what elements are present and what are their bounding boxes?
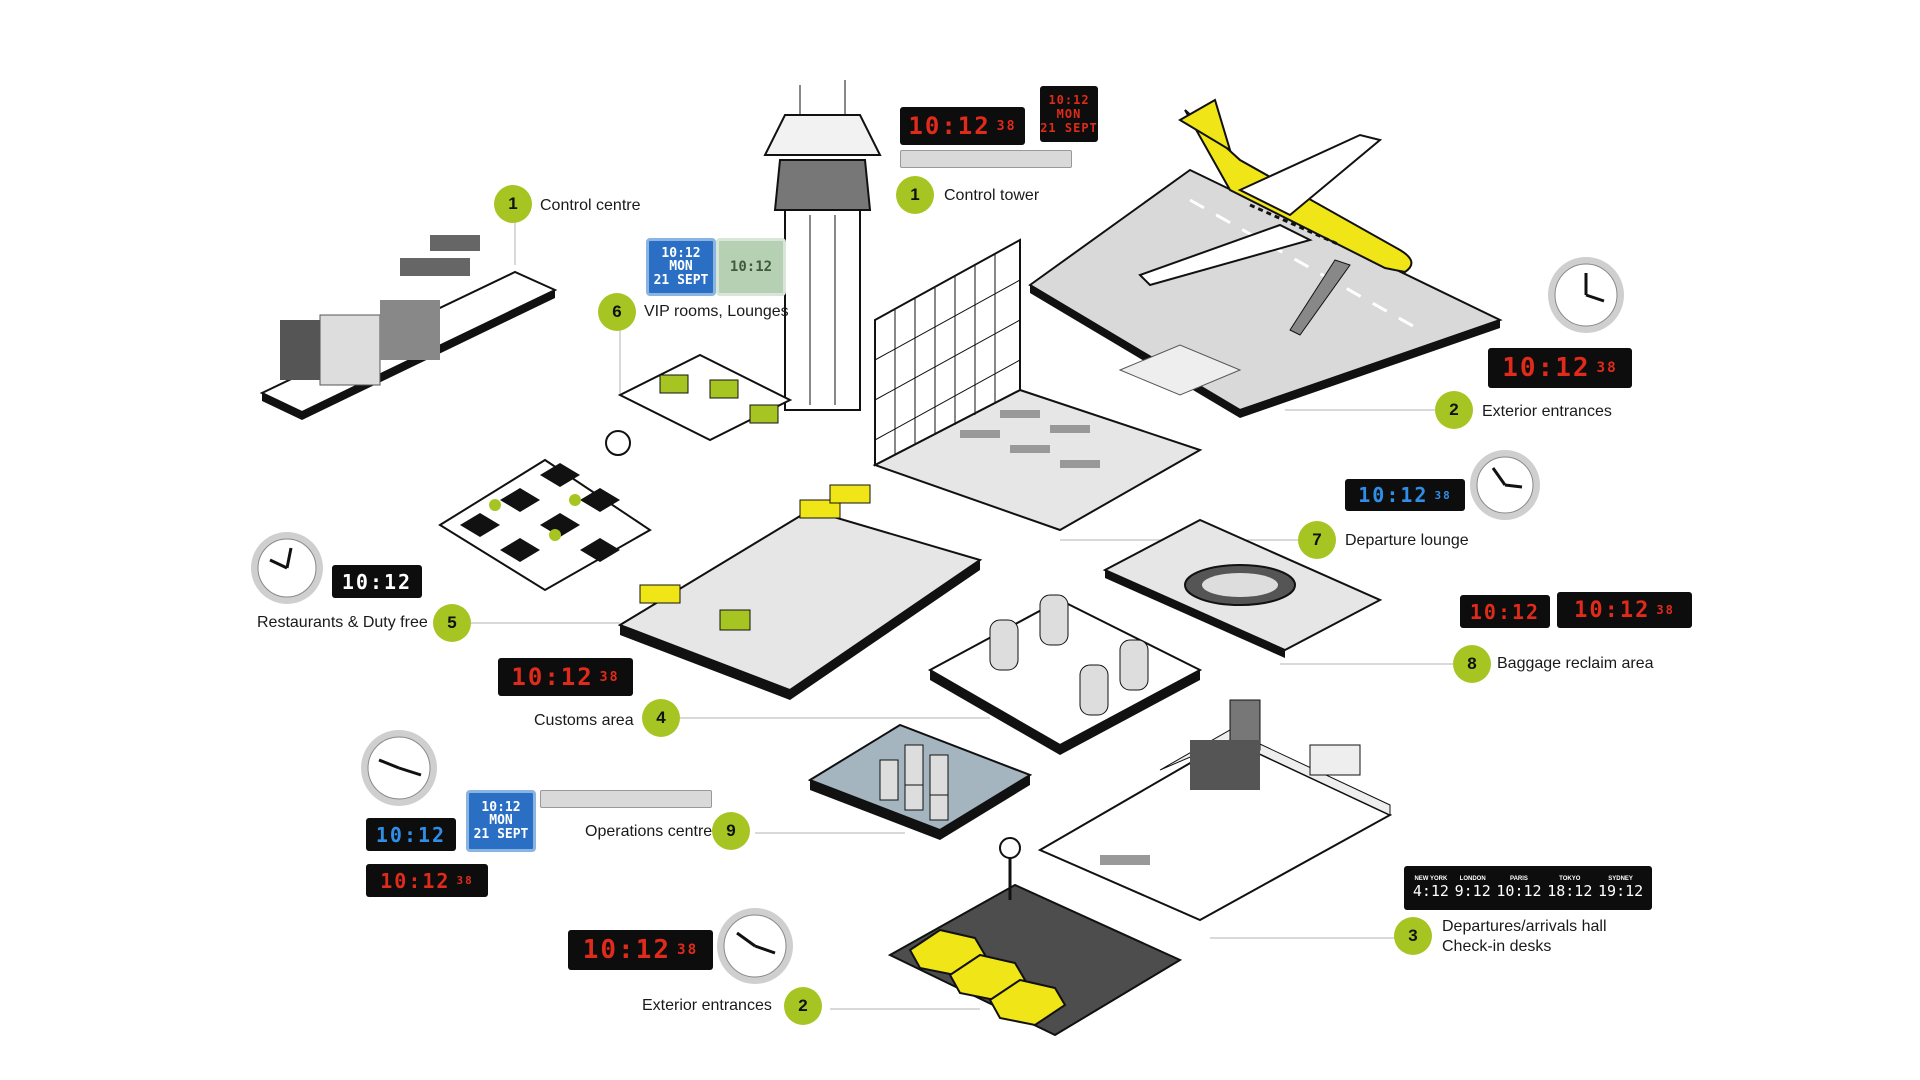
badge-exterior-entrances-top: 2 [1435,391,1473,429]
label-departure-lounge: Departure lounge [1345,532,1469,549]
taxi-rank-area [887,837,1183,1037]
led-calendar-tower: 10:12 MON 21 SEPT [1040,86,1098,142]
label-restaurants: Restaurants & Duty free [257,614,428,631]
analog-clock-exterior-top [1548,257,1624,333]
operations-area [807,723,1033,840]
label-baggage-reclaim: Baggage reclaim area [1497,655,1654,672]
badge-customs: 4 [642,699,680,737]
badge-restaurants: 5 [433,604,471,642]
badge-vip-rooms: 6 [598,293,636,331]
badge-operations: 9 [712,812,750,850]
airplane [1138,98,1413,336]
led-clock-operations: 10:12 [366,818,456,851]
label-departures-hall: Departures/arrivals hall [1442,918,1607,935]
label-operations: Operations centre [585,823,713,840]
badge-departures-hall: 3 [1394,917,1432,955]
analog-clock-operations [361,730,437,806]
analog-clock-restaurant [251,532,323,604]
label-control-centre: Control centre [540,197,641,214]
time-server-tower [900,150,1072,168]
badge-departure-lounge: 7 [1298,521,1336,559]
restaurant-area [438,458,652,592]
label-check-in-desks: Check-in desks [1442,938,1552,955]
label-control-tower: Control tower [944,187,1040,204]
badge-baggage-reclaim: 8 [1453,645,1491,683]
label-vip-rooms: VIP rooms, Lounges [644,303,789,320]
leader-lines [470,205,1470,1010]
control-centre-area [259,235,558,420]
analog-clocks [251,257,1624,984]
departures-hall-area [1037,699,1393,922]
analog-clock-restaurant-wall [605,430,631,456]
control-tower [763,80,882,411]
baggage-area [1102,518,1383,658]
led-clock-restaurant: 10:12 [332,565,422,598]
lcd-calendar-operations: 10:12 MON 21 SEPT [466,790,536,852]
analog-clock-lounge [1470,450,1540,520]
badge-control-centre: 1 [494,185,532,223]
analog-clock-exterior-bottom [717,908,793,984]
lcd-clock-vip: 10:12 [716,238,786,296]
label-exterior-entrances-top: Exterior entrances [1482,403,1612,420]
label-exterior-entrances-bottom: Exterior entrances [642,997,772,1014]
led-clock-baggage-small: 10:12 [1460,595,1550,628]
time-server-operations [540,790,712,808]
label-customs: Customs area [534,712,634,729]
badge-exterior-entrances-bottom: 2 [784,987,822,1025]
vip-lounge-area [617,353,793,442]
duty-free-area [617,484,983,700]
lcd-calendar-vip: 10:12 MON 21 SEPT [646,238,716,296]
departure-lounge-area [872,238,1242,532]
security-area [927,594,1203,755]
badge-control-tower: 1 [896,176,934,214]
